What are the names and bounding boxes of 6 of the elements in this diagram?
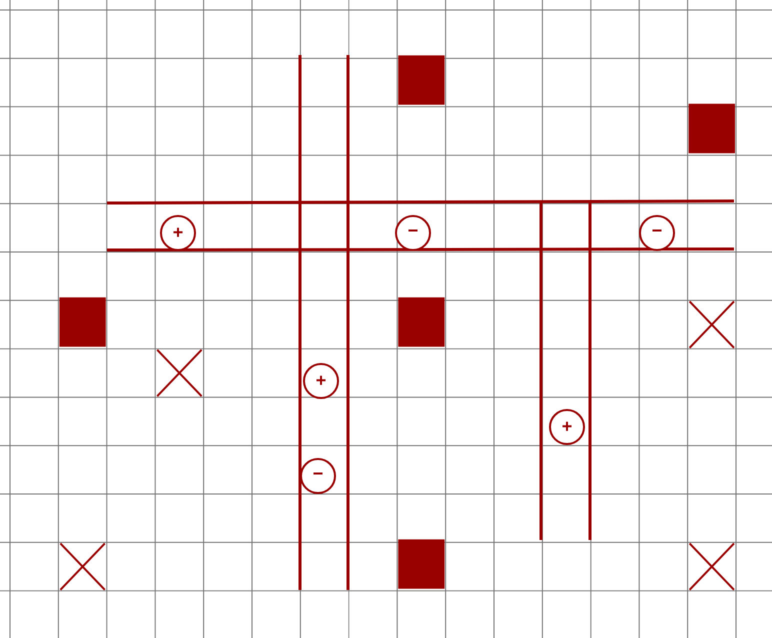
circled-sign: + <box>160 215 196 251</box>
circled-sign: + <box>303 363 339 399</box>
circled-sign: − <box>639 215 675 251</box>
circled-sign: − <box>300 458 336 494</box>
circled-sign: − <box>395 215 431 251</box>
circled-sign: + <box>549 409 585 445</box>
